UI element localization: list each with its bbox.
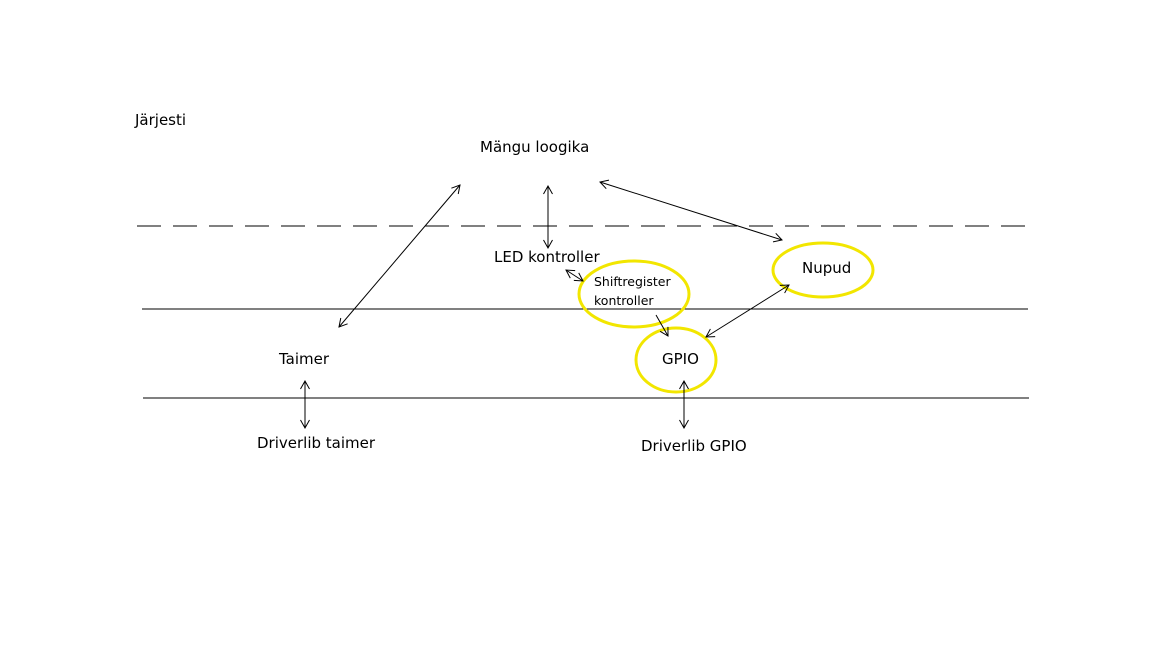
arrow-buttons-game-logic — [599, 179, 783, 243]
node-game-logic: Mängu loogika — [480, 138, 590, 156]
arrow-timer-driverlib — [300, 379, 310, 430]
arrow-led-shiftregister — [565, 269, 584, 282]
highlight-shiftregister — [577, 259, 691, 329]
node-gpio: GPIO — [662, 350, 699, 368]
node-driverlib-gpio: Driverlib GPIO — [641, 437, 747, 455]
highlight-buttons — [771, 241, 875, 299]
arrow-buttons-gpio — [705, 284, 790, 338]
node-led-controller: LED kontroller — [494, 248, 600, 266]
node-shiftregister-line1: Shiftregister — [594, 274, 671, 289]
node-timer: Taimer — [279, 350, 330, 368]
arrow-shiftregister-gpio — [655, 314, 669, 337]
connection-arrows — [300, 179, 790, 430]
node-driverlib-timer: Driverlib taimer — [257, 434, 376, 452]
highlight-gpio — [634, 326, 718, 394]
arrow-gpio-driverlib — [679, 379, 689, 430]
node-buttons: Nupud — [802, 259, 852, 277]
node-shiftregister-line2: kontroller — [594, 293, 654, 308]
arrow-led-game-logic — [543, 184, 553, 250]
arrow-timer-game-logic — [338, 184, 461, 328]
diagram-title: Järjesti — [135, 111, 187, 129]
